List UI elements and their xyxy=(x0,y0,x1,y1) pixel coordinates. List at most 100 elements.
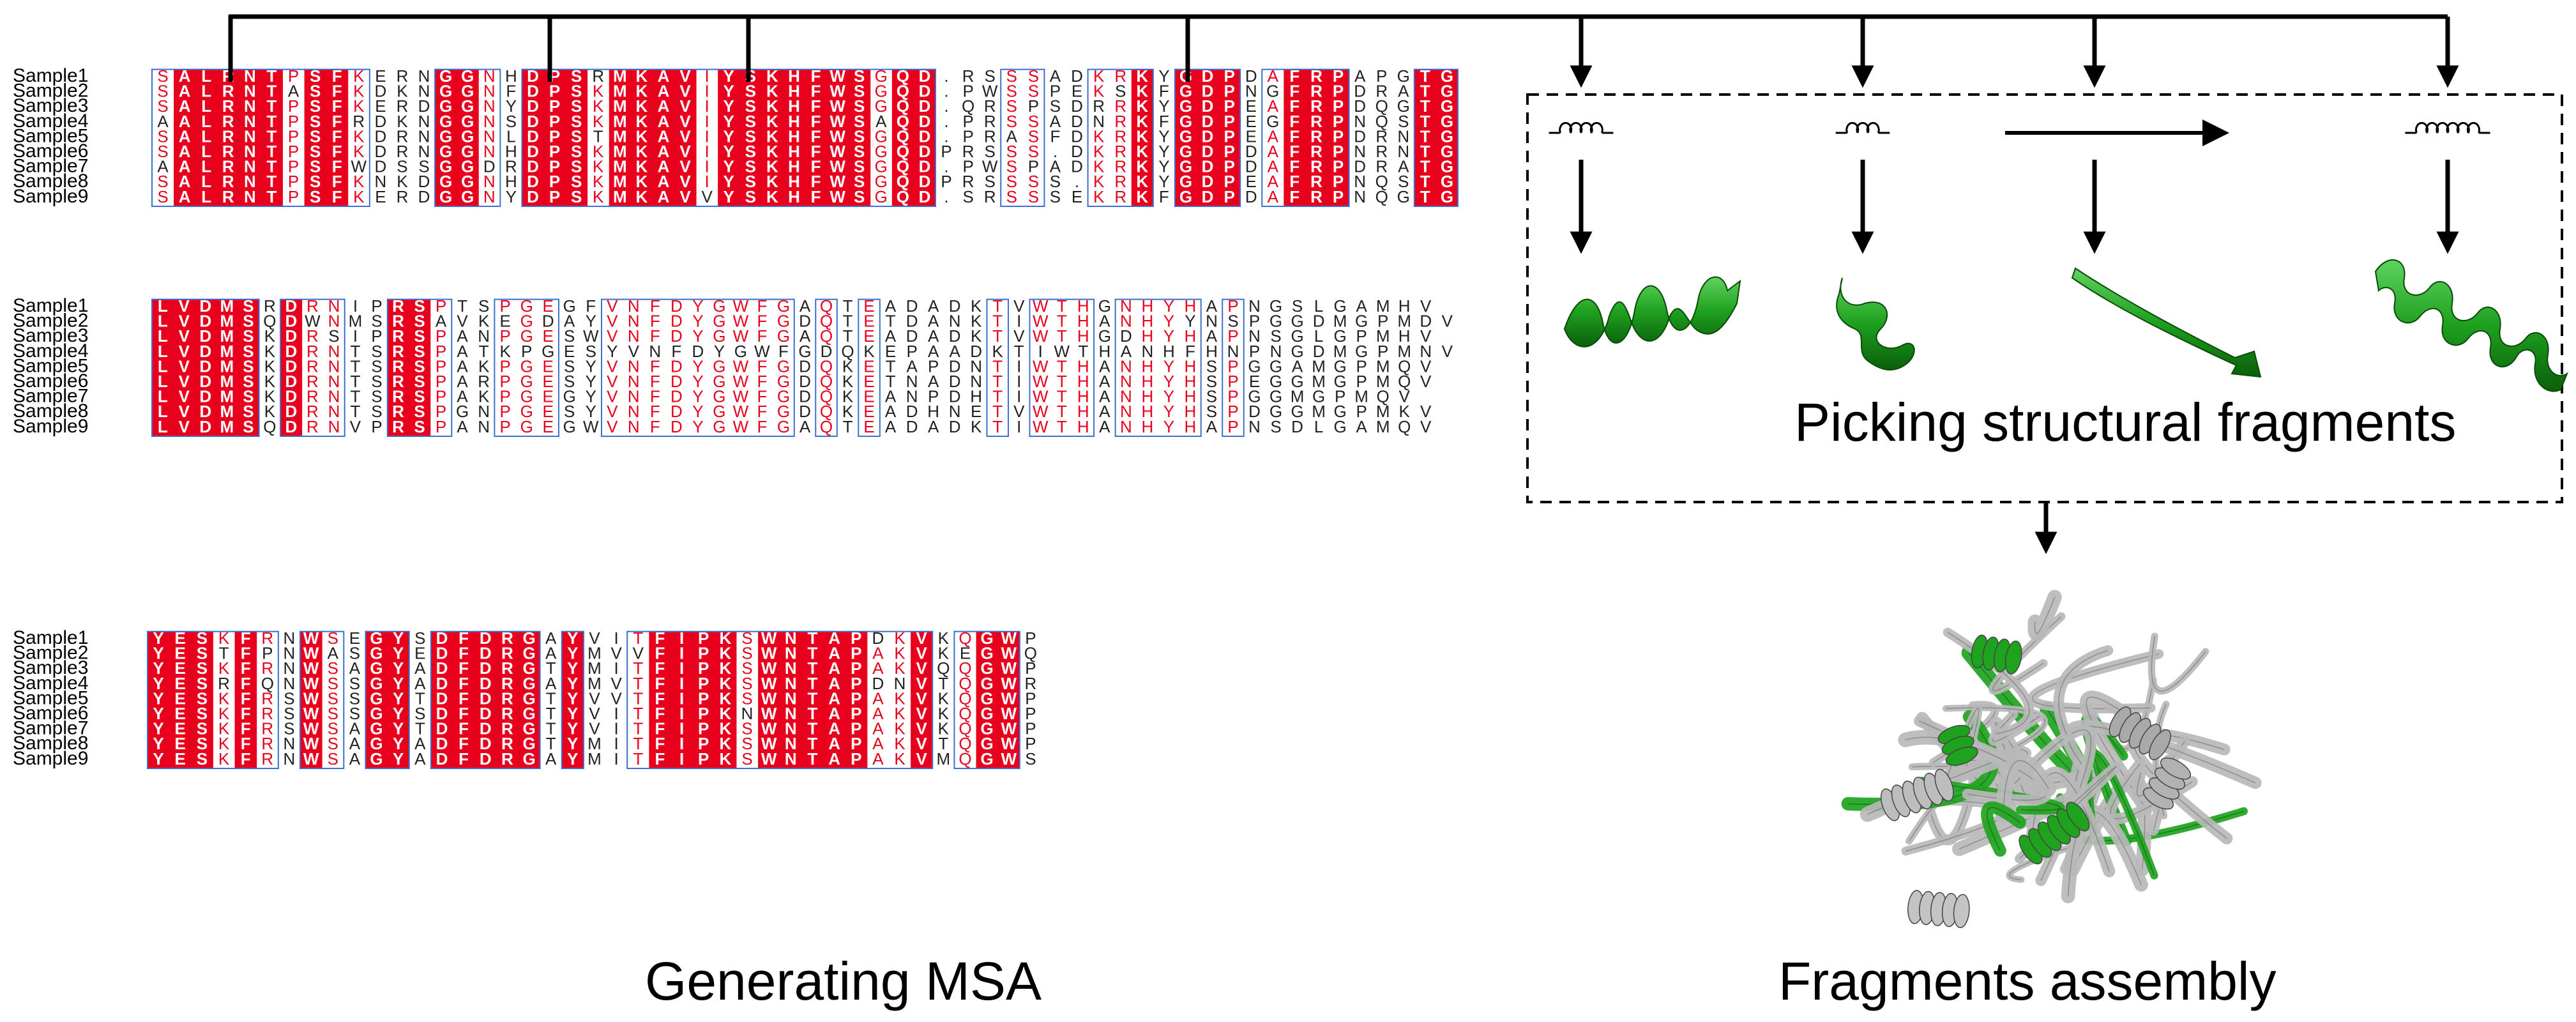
conservation-box xyxy=(626,630,934,770)
msa-residue: E xyxy=(175,659,186,678)
msa-residue: S xyxy=(1006,157,1017,176)
msa-residue: S xyxy=(854,187,865,206)
msa-residue: R xyxy=(1310,82,1322,101)
conserved-column xyxy=(1174,69,1197,207)
msa-residue: F xyxy=(332,187,342,206)
msa-residue: D xyxy=(1120,326,1132,346)
msa-residue: H xyxy=(1185,402,1197,421)
msa-residue: Q xyxy=(897,112,909,131)
msa-residue: D xyxy=(285,342,298,361)
msa-residue: V xyxy=(1399,387,1411,406)
msa-residue: F xyxy=(1289,96,1299,116)
msa-residue: H xyxy=(1142,296,1154,316)
msa-residue: Y xyxy=(692,312,703,331)
msa-residue: D xyxy=(418,96,430,116)
msa-residue: W xyxy=(761,719,777,738)
msa-residue: F xyxy=(241,704,251,723)
msa-residue: S xyxy=(414,356,425,376)
msa-residue: G xyxy=(522,659,535,678)
conserved-column xyxy=(387,631,410,769)
msa-residue: S xyxy=(310,157,321,176)
msa-residue: Y xyxy=(567,629,578,648)
msa-residue: G xyxy=(1179,157,1192,176)
msa-residue: P xyxy=(962,157,973,176)
msa-residue: V xyxy=(679,157,691,176)
msa-residue: P xyxy=(698,644,709,663)
msa-residue: P xyxy=(436,342,446,361)
msa-residue: S xyxy=(564,372,575,391)
msa-residue: F xyxy=(811,112,821,131)
msa-residue: N xyxy=(741,704,754,723)
msa-residue: T xyxy=(992,372,1003,391)
msa-residue: P xyxy=(436,387,446,406)
msa-residue: E xyxy=(863,356,874,376)
msa-residue: T xyxy=(633,629,643,648)
msa-residue: K xyxy=(894,734,905,753)
msa-residue: A xyxy=(457,417,468,436)
msa-residue: W xyxy=(1033,356,1049,376)
msa-residue: Y xyxy=(567,704,578,723)
msa-residue: A xyxy=(799,417,811,436)
msa-residue: T xyxy=(479,342,489,361)
msa-residue: S xyxy=(854,66,865,86)
msa-residue: D xyxy=(436,749,448,768)
msa-residue: T xyxy=(992,312,1003,331)
msa-residue: P xyxy=(698,704,709,723)
msa-residue: Y xyxy=(1163,326,1174,346)
msa-residue: W xyxy=(830,126,845,146)
msa-residue: G xyxy=(520,417,533,436)
msa-residue: N xyxy=(328,342,340,361)
msa-residue: T xyxy=(633,659,643,678)
msa-residue: P xyxy=(1333,142,1344,161)
msa-residue: H xyxy=(1185,296,1197,316)
msa-residue: P xyxy=(499,296,510,316)
msa-residue: R xyxy=(1310,96,1322,116)
msa-residue: P xyxy=(549,172,560,191)
msa-residue: P xyxy=(928,387,939,406)
msa-residue: R xyxy=(222,142,234,161)
msa-residue: G xyxy=(1441,126,1453,146)
msa-residue: F xyxy=(757,326,768,346)
msa-residue: Q xyxy=(1375,96,1388,116)
msa-residue: Q xyxy=(820,387,833,406)
msa-residue: T xyxy=(1420,142,1430,161)
msa-residue: P xyxy=(928,356,939,376)
msa-residue: H xyxy=(1077,417,1089,436)
conserved-column xyxy=(805,69,828,207)
conserved-column xyxy=(823,631,846,769)
msa-residue: S xyxy=(284,719,294,738)
msa-residue: N xyxy=(1206,312,1218,331)
msa-residue: A xyxy=(1099,387,1110,406)
msa-residue: Y xyxy=(586,402,596,421)
msa-residue: V xyxy=(179,296,190,316)
msa-residue: T xyxy=(992,417,1003,436)
msa-residue: F xyxy=(1289,187,1299,206)
msa-residue: A xyxy=(436,312,447,331)
msa-residue: H xyxy=(505,142,517,161)
msa-residue: D xyxy=(1245,142,1257,161)
msa-residue: P xyxy=(941,142,951,161)
msa-residue: T xyxy=(886,312,896,331)
conservation-box xyxy=(601,298,795,438)
msa-residue: P xyxy=(1333,172,1344,191)
msa-residue: M xyxy=(587,644,602,663)
msa-residue: A xyxy=(1099,402,1110,421)
conservation-box xyxy=(151,68,370,208)
msa-residue: I xyxy=(614,719,619,738)
msa-residue: V xyxy=(179,387,190,406)
msa-residue: H xyxy=(1142,417,1154,436)
msa-residue: G xyxy=(1179,187,1192,206)
msa-residue: P xyxy=(436,296,446,316)
msa-residue: W xyxy=(830,142,845,161)
msa-residue: F xyxy=(811,172,821,191)
msa-residue: D xyxy=(1245,66,1257,86)
msa-residue: Y xyxy=(1158,126,1169,146)
msa-residue: E xyxy=(543,387,554,406)
msa-residue: N xyxy=(244,187,256,206)
msa-residue: Y xyxy=(724,96,734,116)
msa-residue: S xyxy=(1206,356,1217,376)
msa-residue: H xyxy=(1077,326,1089,346)
msa-residue: G xyxy=(981,629,994,648)
msa-residue: D xyxy=(436,674,448,693)
